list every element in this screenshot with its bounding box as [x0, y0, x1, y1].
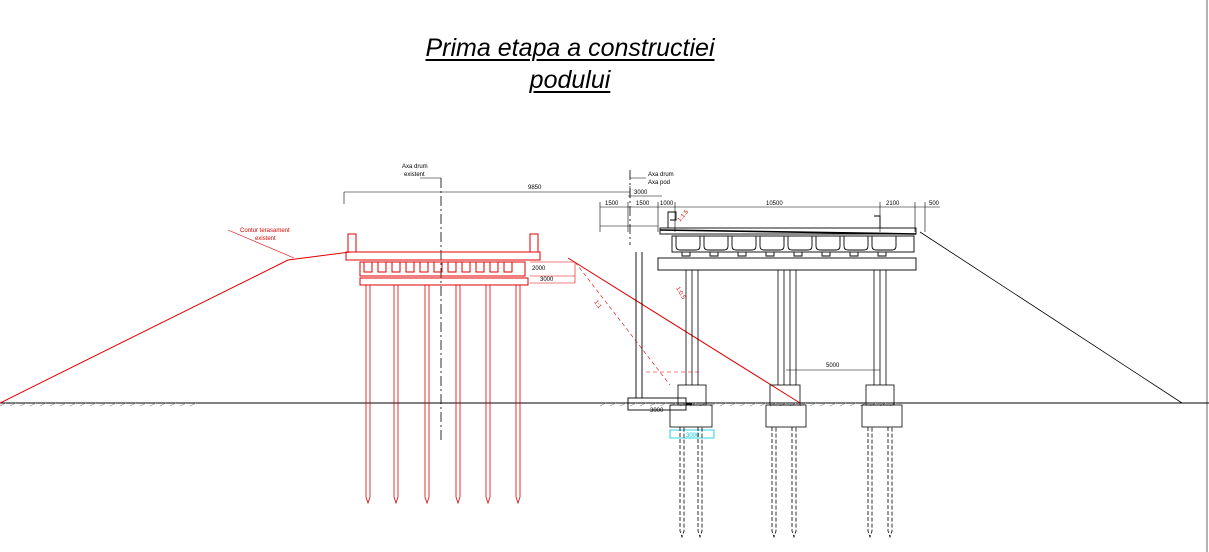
dimension-9850: [343, 186, 631, 204]
existing-piles: [365, 285, 521, 505]
label-slope-3: 1:1.5: [677, 209, 691, 224]
new-embankment-slope: [919, 231, 1183, 404]
label-axa-drum-existent-2: existent: [404, 172, 425, 178]
label-axa-drum-existent-1: Axa drum: [402, 164, 428, 170]
bridge-columns: [685, 270, 887, 385]
dim-5000: 5000: [826, 363, 840, 369]
dim-3000-left: 3000: [540, 277, 554, 283]
dim-3000-bottom: 3000: [650, 408, 664, 414]
dim-500: 500: [929, 201, 940, 207]
label-contur-line2: existent: [255, 236, 276, 242]
pile-caps: [669, 384, 903, 428]
label-axa-pod: Axa pod: [648, 180, 670, 186]
cyan-detail: [669, 429, 715, 439]
dim-1500-b: 1500: [636, 201, 650, 207]
title-line-1: Prima etapa a constructiei: [0, 34, 1140, 62]
dim-1500-a: 1500: [605, 201, 619, 207]
label-axa-drum: Axa drum: [648, 172, 674, 178]
dim-9850: 9850: [528, 185, 542, 191]
dim-2100: 2100: [886, 201, 900, 207]
title-line-1-text: Prima etapa a constructiei: [425, 34, 715, 62]
excavation-outline: [574, 261, 700, 386]
ground-line: [0, 402, 1209, 407]
dim-10500: 10500: [766, 201, 783, 207]
new-piles: [679, 427, 893, 539]
title-line-2-text: podului: [529, 66, 611, 94]
existing-bridge: [345, 233, 576, 286]
dim-2000: 2000: [532, 266, 546, 272]
dim-3000-top: 3000: [634, 190, 648, 196]
existing-embankment-contour: [0, 229, 801, 404]
new-bridge-deck: [657, 211, 917, 271]
title-line-2: podului: [0, 66, 1140, 94]
abutment-wall: [627, 252, 692, 411]
dim-3000-cyan: 3000: [686, 433, 700, 439]
label-slope-1: 1:1: [592, 300, 602, 311]
label-slope-2: 1:0.5: [674, 286, 686, 301]
dim-1000: 1000: [660, 201, 674, 207]
label-contur-line1: Contur terasament: [240, 228, 290, 234]
